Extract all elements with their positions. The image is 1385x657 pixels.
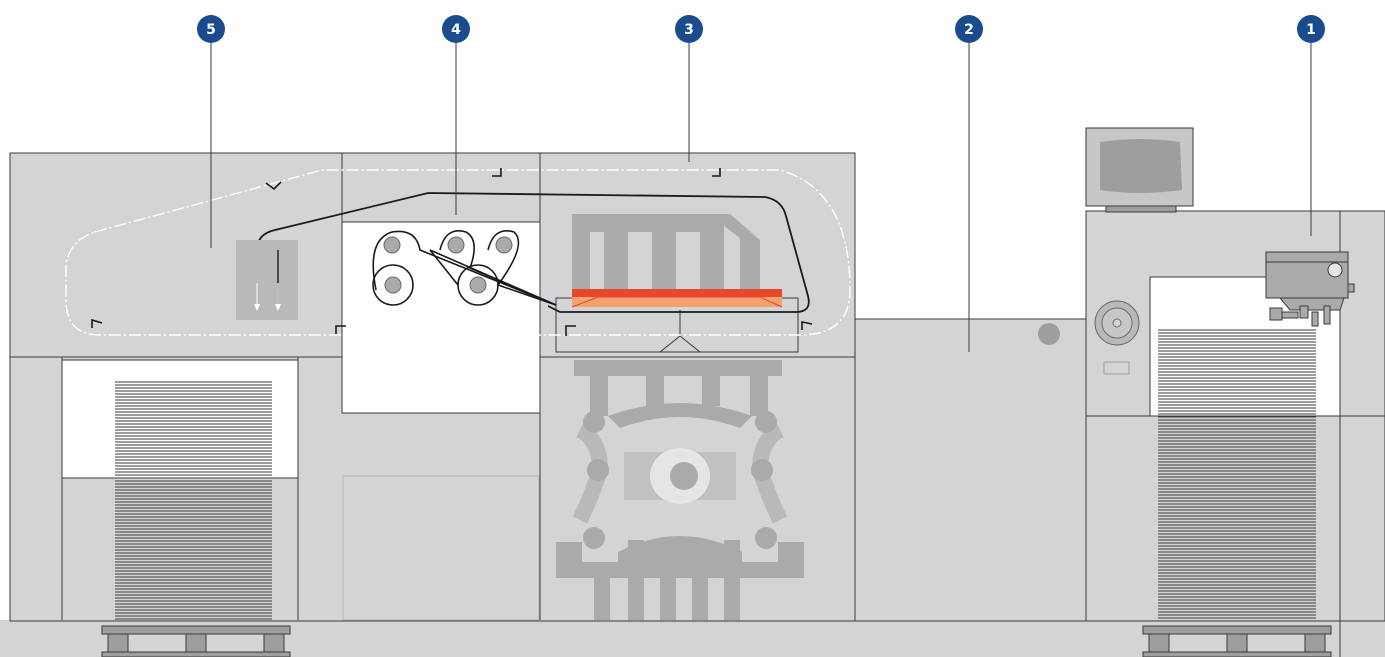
spool-icon [1094, 300, 1140, 375]
web-path [256, 192, 810, 313]
corner-markers [91, 168, 813, 336]
callout-label: 4 [451, 22, 461, 38]
winding-unit [341, 221, 557, 414]
callout-leaders [210, 43, 1312, 352]
heater-unit [555, 289, 799, 353]
stacker-unit [236, 240, 298, 320]
pallet-icon [1142, 625, 1332, 657]
roller-icon [447, 236, 465, 254]
roller-icon [383, 236, 401, 254]
roller-icon [495, 236, 513, 254]
callout-label: 5 [206, 22, 216, 38]
callout-3: 3 [675, 15, 703, 43]
ghost-frame [556, 214, 804, 620]
callout-5: 5 [197, 15, 225, 43]
callout-label: 3 [684, 22, 694, 38]
callout-label: 1 [1306, 22, 1316, 38]
feeder-head-icon [1265, 251, 1355, 327]
roller-icon [469, 276, 487, 294]
callout-4: 4 [442, 15, 470, 43]
lower-access-panel [342, 475, 540, 621]
callout-1: 1 [1297, 15, 1325, 43]
monitor-icon [1085, 127, 1194, 213]
sensor-icon [1038, 323, 1060, 345]
roller-icon [384, 276, 402, 294]
callout-label: 2 [964, 22, 974, 38]
callout-2: 2 [955, 15, 983, 43]
delivery-paper-stack [61, 359, 299, 620]
transport-unit [854, 318, 1087, 622]
pallet-icon [101, 625, 291, 657]
enclosure-outline [65, 169, 851, 336]
feeder-unit [1085, 127, 1385, 657]
